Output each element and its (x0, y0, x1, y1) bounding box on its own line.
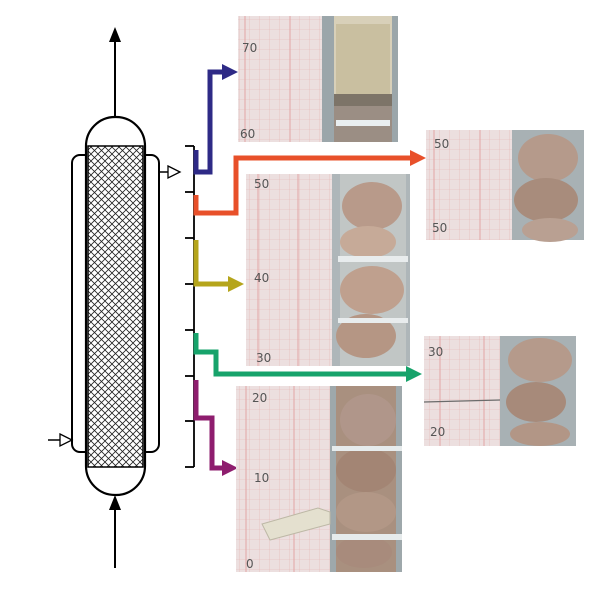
arrow-purple-head (222, 460, 238, 476)
arrow-green-head (406, 366, 422, 382)
photo-zoom-lower-label-1: 30 (428, 345, 443, 359)
arrow-green (193, 333, 422, 382)
photo-top-label-2: 60 (240, 127, 255, 141)
photo-top: 70 60 (238, 16, 398, 142)
arrow-red-head (410, 150, 426, 166)
photo-top-label-1: 70 (242, 41, 257, 55)
jacket-inlet-arrow (59, 432, 74, 448)
reactor-schematic (48, 27, 182, 568)
photo-lower-label-2: 10 (254, 471, 269, 485)
photo-lower: 20 10 0 (236, 386, 402, 572)
photo-lower-label-3: 0 (246, 557, 254, 571)
inlet-arrow-head (109, 495, 121, 510)
arrow-navy (193, 64, 238, 175)
photo-zoom-upper-label-1: 50 (434, 137, 449, 151)
photo-upper-middle-label-2: 40 (254, 271, 269, 285)
arrow-red (193, 150, 426, 216)
arrow-navy-head (222, 64, 238, 80)
photo-upper-middle-label-1: 50 (254, 177, 269, 191)
sampling-scale (185, 145, 195, 468)
photo-zoom-upper: 50 50 (426, 130, 584, 242)
jacket-outlet-arrow (167, 164, 182, 180)
arrow-purple (193, 380, 238, 476)
photo-lower-label-1: 20 (252, 391, 267, 405)
photo-zoom-lower: 30 20 (423, 336, 576, 446)
arrow-olive-head (228, 276, 244, 292)
photo-upper-middle-label-3: 30 (256, 351, 271, 365)
photo-zoom-lower-label-2: 20 (430, 425, 445, 439)
photo-zoom-upper-label-2: 50 (432, 221, 447, 235)
outlet-arrow-head (109, 27, 121, 42)
arrow-olive (193, 240, 244, 292)
photo-upper-middle: 50 40 30 (246, 174, 410, 366)
packed-bed (87, 145, 144, 468)
